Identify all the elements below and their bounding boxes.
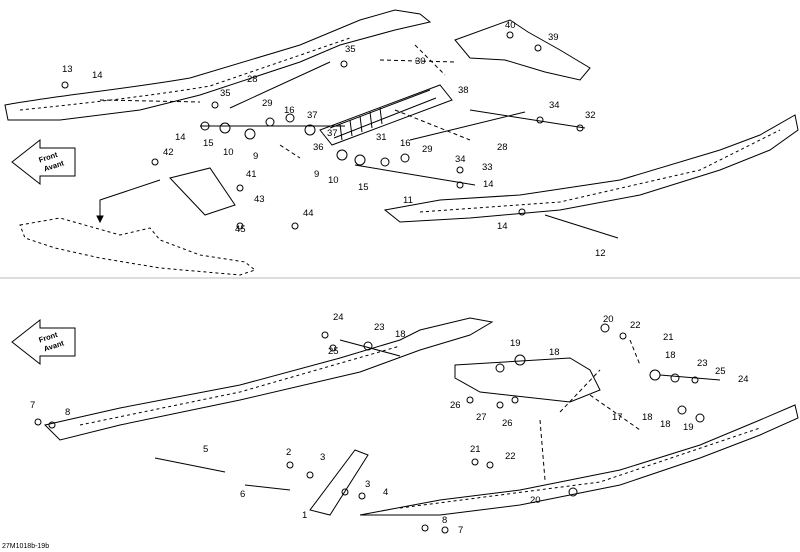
callout: 16 [400, 138, 411, 149]
callout: 25 [328, 346, 339, 357]
callout: 13 [62, 64, 73, 75]
figure-code: 27M1018b-19b [2, 543, 49, 550]
callout: 38 [458, 85, 469, 96]
callout: 12 [595, 248, 606, 259]
callout: 6 [240, 489, 245, 500]
front-arrow-bottom: Front Avant [11, 318, 76, 366]
callout: 31 [376, 132, 387, 143]
rear-linkage-bottom [454, 357, 601, 403]
callout: 44 [303, 208, 314, 219]
callout: 33 [482, 162, 493, 173]
callout: 8 [442, 515, 447, 526]
bottom-assembly [34, 317, 799, 534]
callout: 23 [374, 322, 385, 333]
bumper-bracket [309, 449, 369, 516]
callout: 39 [548, 32, 559, 43]
callout: 20 [530, 495, 541, 506]
callout: 24 [738, 374, 749, 385]
left-rail-top [4, 9, 432, 121]
callout: 42 [163, 147, 174, 158]
callout: 15 [203, 138, 214, 149]
callout: 18 [660, 419, 671, 430]
callout: 30 [415, 56, 426, 67]
callout: 29 [262, 98, 273, 109]
callout: 8 [65, 407, 70, 418]
callouts: 40 39 35 30 13 14 28 38 35 29 34 16 37 3… [30, 20, 749, 536]
callout: 40 [505, 20, 516, 31]
front-arrow-top: Front Avant [11, 138, 76, 186]
callout: 3 [365, 479, 370, 490]
callout: 9 [314, 169, 319, 180]
callout: 11 [403, 195, 413, 206]
right-rail-top [383, 114, 799, 223]
callout: 14 [483, 179, 494, 190]
callout: 2 [286, 447, 291, 458]
callout: 20 [603, 314, 614, 325]
callout: 7 [30, 400, 35, 411]
callout: 19 [510, 338, 521, 349]
callout: 35 [220, 88, 231, 99]
callout: 16 [284, 105, 295, 116]
callout: 4 [383, 487, 388, 498]
callout: 37 [327, 128, 338, 139]
callout: 14 [175, 132, 186, 143]
callout: 37 [307, 110, 318, 121]
callout: 32 [585, 110, 596, 121]
callout: 14 [92, 70, 103, 81]
callout: 25 [715, 366, 726, 377]
callout: 27 [476, 412, 487, 423]
right-rail-bottom [359, 404, 799, 516]
callout: 18 [395, 329, 406, 340]
ghost-frame [19, 217, 257, 276]
callout: 34 [455, 154, 466, 165]
callout: 35 [345, 44, 356, 55]
callout: 18 [642, 412, 653, 423]
callout: 18 [665, 350, 676, 361]
callout: 26 [502, 418, 513, 429]
callout: 41 [246, 169, 257, 180]
left-rail-bottom [44, 317, 494, 441]
top-assembly [4, 9, 799, 276]
rear-bracket-top [454, 19, 591, 81]
callout: 36 [313, 142, 324, 153]
callout: 28 [247, 74, 258, 85]
callout: 1 [302, 510, 307, 521]
callout: 28 [497, 142, 508, 153]
callout: 3 [320, 452, 325, 463]
callout: 5 [203, 444, 208, 455]
callout: 45 [235, 224, 246, 235]
callout: 9 [253, 151, 258, 162]
callout: 29 [422, 144, 433, 155]
callout: 10 [328, 175, 339, 186]
spring-unit-top [169, 167, 236, 216]
callout: 43 [254, 194, 265, 205]
callout: 19 [683, 422, 694, 433]
callout: 22 [630, 320, 641, 331]
callout: 34 [549, 100, 560, 111]
callout: 23 [697, 358, 708, 369]
callout: 24 [333, 312, 344, 323]
shock-absorber-top [319, 84, 453, 146]
callout: 22 [505, 451, 516, 462]
callout: 10 [223, 147, 234, 158]
callout: 14 [497, 221, 508, 232]
callout: 17 [612, 412, 623, 423]
callout: 18 [549, 347, 560, 358]
callout: 21 [663, 332, 674, 343]
callout: 21 [470, 444, 481, 455]
callout: 15 [358, 182, 369, 193]
callout: 26 [450, 400, 461, 411]
callout: 7 [458, 525, 463, 536]
